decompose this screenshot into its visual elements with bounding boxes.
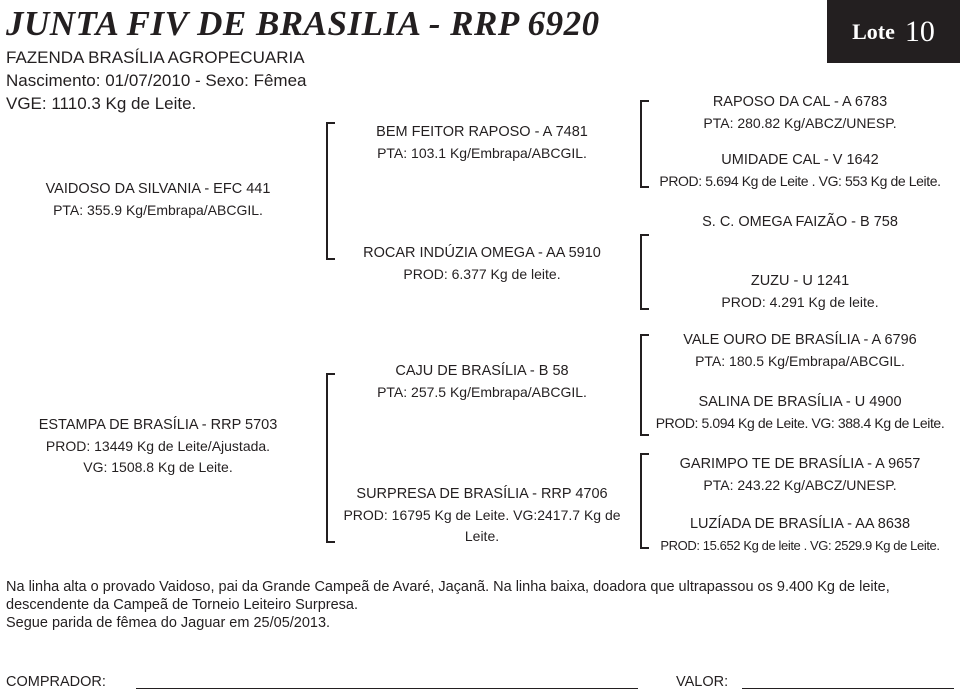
pedigree-ds-dam: SALINA DE BRASÍLIA - U 4900 PROD: 5.094 … [646, 392, 954, 434]
ss-sire-info: PTA: 280.82 Kg/ABCZ/UNESP. [703, 115, 897, 131]
pedigree-sire-dam: ROCAR INDÚZIA OMEGA - AA 5910 PROD: 6.37… [332, 243, 632, 285]
dam-dam-info: PROD: 16795 Kg de Leite. VG:2417.7 Kg de… [343, 507, 621, 544]
pedigree-ss-sire: RAPOSO DA CAL - A 6783 PTA: 280.82 Kg/AB… [646, 92, 954, 134]
dd-dam-info: PROD: 15.652 Kg de leite . VG: 2529.9 Kg… [660, 538, 940, 553]
sire-dam-info: PROD: 6.377 Kg de leite. [403, 266, 561, 282]
pedigree-dam: ESTAMPA DE BRASÍLIA - RRP 5703 PROD: 134… [0, 415, 316, 478]
pedigree-sd-sire: S. C. OMEGA FAIZÃO - B 758 [646, 212, 954, 233]
buyer-label: COMPRADOR: [6, 674, 106, 690]
sd-dam-info: PROD: 4.291 Kg de leite. [721, 294, 879, 310]
dd-sire-info: PTA: 243.22 Kg/ABCZ/UNESP. [703, 477, 897, 493]
dam-name: ESTAMPA DE BRASÍLIA - RRP 5703 [38, 417, 278, 433]
pedigree-sd-dam: ZUZU - U 1241 PROD: 4.291 Kg de leite. [646, 271, 954, 313]
sire-sire-name: BEM FEITOR RAPOSO - A 7481 [376, 124, 588, 140]
lote-label: Lote [852, 18, 895, 44]
vge-info: VGE: 1110.3 Kg de Leite. [6, 94, 197, 113]
dam-sire-info: PTA: 257.5 Kg/Embrapa/ABCGIL. [377, 384, 587, 400]
dd-sire-name: GARIMPO TE DE BRASÍLIA - A 9657 [679, 456, 921, 472]
ss-sire-name: RAPOSO DA CAL - A 6783 [712, 94, 888, 110]
dam-info-vg: VG: 1508.8 Kg de Leite. [83, 459, 233, 475]
pedigree-dd-dam: LUZÍADA DE BRASÍLIA - AA 8638 PROD: 15.6… [646, 514, 954, 556]
dam-sire-name: CAJU DE BRASÍLIA - B 58 [395, 363, 569, 379]
pedigree-dd-sire: GARIMPO TE DE BRASÍLIA - A 9657 PTA: 243… [646, 454, 954, 496]
ds-dam-info: PROD: 5.094 Kg de Leite. VG: 388.4 Kg de… [655, 415, 945, 431]
notes-line1: Na linha alta o provado Vaidoso, pai da … [6, 579, 890, 613]
dd-dam-name: LUZÍADA DE BRASÍLIA - AA 8638 [689, 516, 911, 532]
pedigree-ss-dam: UMIDADE CAL - V 1642 PROD: 5.694 Kg de L… [646, 150, 954, 192]
sire-dam-name: ROCAR INDÚZIA OMEGA - AA 5910 [363, 245, 601, 261]
pedigree-dam-sire: CAJU DE BRASÍLIA - B 58 PTA: 257.5 Kg/Em… [332, 361, 632, 403]
pedigree-dam-dam: SURPRESA DE BRASÍLIA - RRP 4706 PROD: 16… [332, 484, 632, 547]
birth-info: Nascimento: 01/07/2010 - Sexo: Fêmea [6, 71, 307, 90]
ds-dam-name: SALINA DE BRASÍLIA - U 4900 [698, 394, 902, 410]
pedigree-sire-sire: BEM FEITOR RAPOSO - A 7481 PTA: 103.1 Kg… [332, 122, 632, 164]
animal-title: JUNTA FIV DE BRASILIA - RRP 6920 [6, 4, 600, 43]
sd-dam-name: ZUZU - U 1241 [750, 273, 850, 289]
ds-sire-name: VALE OURO DE BRASÍLIA - A 6796 [683, 332, 917, 348]
sire-info: PTA: 355.9 Kg/Embrapa/ABCGIL. [53, 202, 263, 218]
value-line [742, 688, 954, 689]
pedigree-sire: VAIDOSO DA SILVANIA - EFC 441 PTA: 355.9… [0, 179, 316, 221]
pedigree-ds-sire: VALE OURO DE BRASÍLIA - A 6796 PTA: 180.… [646, 330, 954, 372]
sire-sire-info: PTA: 103.1 Kg/Embrapa/ABCGIL. [377, 145, 587, 161]
buyer-line [136, 688, 638, 689]
sire-name: VAIDOSO DA SILVANIA - EFC 441 [45, 181, 271, 197]
lote-badge: Lote 10 [827, 0, 960, 63]
dam-dam-name: SURPRESA DE BRASÍLIA - RRP 4706 [356, 486, 608, 502]
lote-number: 10 [904, 14, 935, 48]
ss-dam-name: UMIDADE CAL - V 1642 [721, 152, 879, 168]
farm-name: FAZENDA BRASÍLIA AGROPECUARIA [6, 48, 305, 67]
notes: Na linha alta o provado Vaidoso, pai da … [6, 578, 954, 632]
notes-line2: Segue parida de fêmea do Jaguar em 25/05… [6, 615, 331, 631]
value-label: VALOR: [676, 674, 729, 690]
ds-sire-info: PTA: 180.5 Kg/Embrapa/ABCGIL. [695, 353, 905, 369]
sd-sire-name: S. C. OMEGA FAIZÃO - B 758 [702, 214, 898, 230]
dam-info: PROD: 13449 Kg de Leite/Ajustada. [45, 438, 271, 454]
ss-dam-info: PROD: 5.694 Kg de Leite . VG: 553 Kg de … [659, 173, 941, 189]
